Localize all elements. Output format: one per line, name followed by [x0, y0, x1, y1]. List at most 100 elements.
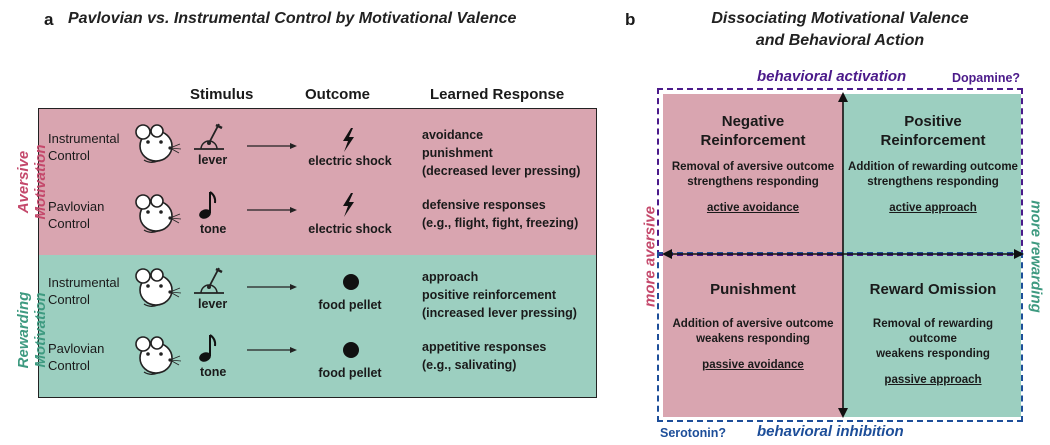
- header-stimulus: Stimulus: [190, 86, 254, 103]
- response-line: (e.g., flight, fight, freezing): [422, 216, 579, 230]
- control-line2: Control: [48, 292, 90, 307]
- response-text: defensive responses (e.g., flight, fight…: [422, 196, 578, 232]
- response-text: avoidance punishment (decreased lever pr…: [422, 126, 580, 180]
- quadrant-desc-line2: strengthens responding: [687, 176, 819, 188]
- rewarding-label-line1: Rewarding: [15, 291, 32, 369]
- arrow-icon: [247, 284, 297, 290]
- control-label: Instrumental Control: [48, 130, 120, 164]
- lever-icon: [194, 267, 224, 294]
- quadrant-example: passive avoidance: [702, 359, 804, 371]
- control-line2: Control: [48, 358, 90, 373]
- more-aversive-label: more aversive: [641, 206, 659, 307]
- punishment-quadrant: Punishment Addition of aversive outcome …: [668, 280, 838, 371]
- response-line: (e.g., salivating): [422, 358, 517, 372]
- quadrant-example: active avoidance: [706, 202, 800, 214]
- outcome-label: food pellet: [318, 298, 382, 312]
- reward-omission-quadrant: Reward Omission Removal of rewarding out…: [848, 280, 1018, 386]
- activation-dashed-box: [657, 88, 1023, 256]
- control-line2: Control: [48, 148, 90, 163]
- panel-a-title: Pavlovian vs. Instrumental Control by Mo…: [68, 10, 517, 27]
- response-line: avoidance: [422, 128, 484, 142]
- response-line: appetitive responses: [422, 340, 547, 354]
- outcome-label: electric shock: [308, 222, 392, 236]
- rewarding-label-line2: Motivation: [32, 292, 49, 368]
- header-learned-response: Learned Response: [430, 86, 565, 103]
- mouse-icon: [135, 124, 182, 163]
- panel-b-title-line2: and Behavioral Action: [755, 32, 925, 49]
- quadrant-title-line1: Negative: [721, 113, 785, 130]
- control-label: Instrumental Control: [48, 274, 120, 308]
- stimulus-label: lever: [198, 297, 228, 311]
- arrow-icon: [247, 207, 297, 213]
- control-line2: Control: [48, 216, 90, 231]
- quadrant-title-line2: Reinforcement: [880, 132, 986, 149]
- mouse-icon: [135, 336, 182, 375]
- response-line: positive reinforcement: [422, 288, 557, 302]
- outcome-label: electric shock: [308, 154, 392, 168]
- rewarding-motivation-label: Rewarding Motivation: [15, 285, 51, 375]
- behavioral-inhibition-label: behavioral inhibition: [757, 423, 904, 440]
- pellet-icon: [343, 274, 359, 290]
- aversive-label-line2: Motivation: [32, 144, 49, 220]
- control-line1: Instrumental: [48, 131, 120, 146]
- header-outcome: Outcome: [305, 86, 371, 103]
- quadrant-title-line1: Positive: [904, 113, 962, 130]
- response-line: (increased lever pressing): [422, 306, 577, 320]
- music-note-icon: [199, 191, 217, 219]
- positive-reinforcement-quadrant: Positive Reinforcement Addition of rewar…: [848, 112, 1018, 214]
- lightning-icon: [343, 128, 354, 152]
- behavioral-activation-label: behavioral activation: [757, 68, 907, 85]
- arrow-icon: [247, 143, 297, 149]
- control-line1: Instrumental: [48, 275, 120, 290]
- stimulus-label: tone: [200, 222, 227, 236]
- dopamine-label: Dopamine?: [952, 71, 1021, 85]
- quadrant-desc-line1: Removal of aversive outcome: [671, 161, 835, 173]
- quadrant-desc-line1: Addition of rewarding outcome: [848, 161, 1018, 173]
- response-line: approach: [422, 270, 479, 284]
- quadrant-bottom-right: [843, 254, 1021, 417]
- quadrant-desc-line2: weakens responding: [696, 333, 810, 345]
- quadrant-example: active approach: [889, 202, 977, 214]
- aversive-band: [38, 108, 597, 256]
- lever-icon: [194, 123, 224, 150]
- stimulus-label: tone: [200, 365, 227, 379]
- arrow-icon: [247, 347, 297, 353]
- rewarding-band: [38, 255, 597, 398]
- response-text: approach positive reinforcement (increas…: [422, 268, 577, 322]
- serotonin-label: Serotonin?: [660, 426, 726, 440]
- music-note-icon: [199, 334, 217, 362]
- quadrant-desc-line1: Addition of aversive outcome: [672, 318, 834, 330]
- panel-b-title: Dissociating Motivational Valence and Be…: [670, 8, 1010, 52]
- response-text: appetitive responses (e.g., salivating): [422, 338, 546, 374]
- control-line1: Pavlovian: [48, 199, 105, 214]
- quadrant-title: Punishment: [710, 281, 796, 298]
- response-line: punishment: [422, 146, 493, 160]
- quadrant-title: Reward Omission: [869, 281, 997, 298]
- panel-b-title-line1: Dissociating Motivational Valence: [711, 10, 969, 27]
- pellet-icon: [343, 342, 359, 358]
- response-line: (decreased lever pressing): [422, 164, 581, 178]
- control-label: Pavlovian Control: [48, 340, 104, 374]
- quadrant-example: passive approach: [884, 374, 982, 386]
- response-line: defensive responses: [422, 198, 546, 212]
- axes-arrows: [662, 92, 1024, 418]
- quadrant-top-left: [663, 94, 843, 254]
- mouse-icon: [135, 268, 182, 307]
- panel-b-letter: b: [625, 10, 636, 29]
- inhibition-dashed-box: [657, 252, 1023, 422]
- quadrant-top-right: [843, 94, 1021, 254]
- negative-reinforcement-quadrant: Negative Reinforcement Removal of aversi…: [668, 112, 838, 214]
- stimulus-label: lever: [198, 153, 228, 167]
- mouse-icon: [135, 194, 182, 233]
- quadrant-title-line2: Reinforcement: [700, 132, 806, 149]
- aversive-label-line1: Aversive: [15, 150, 32, 214]
- aversive-motivation-label: Aversive Motivation: [15, 137, 51, 227]
- quadrant-desc-line1: Removal of rewarding outcome: [872, 318, 994, 345]
- more-rewarding-label: more rewarding: [1027, 200, 1045, 313]
- control-line1: Pavlovian: [48, 341, 105, 356]
- quadrant-desc-line2: strengthens responding: [867, 176, 999, 188]
- quadrant-bottom-left: [663, 254, 843, 417]
- lightning-icon: [343, 193, 354, 217]
- panel-a-letter: a: [44, 10, 54, 29]
- quadrant-desc-line2: weakens responding: [876, 348, 990, 360]
